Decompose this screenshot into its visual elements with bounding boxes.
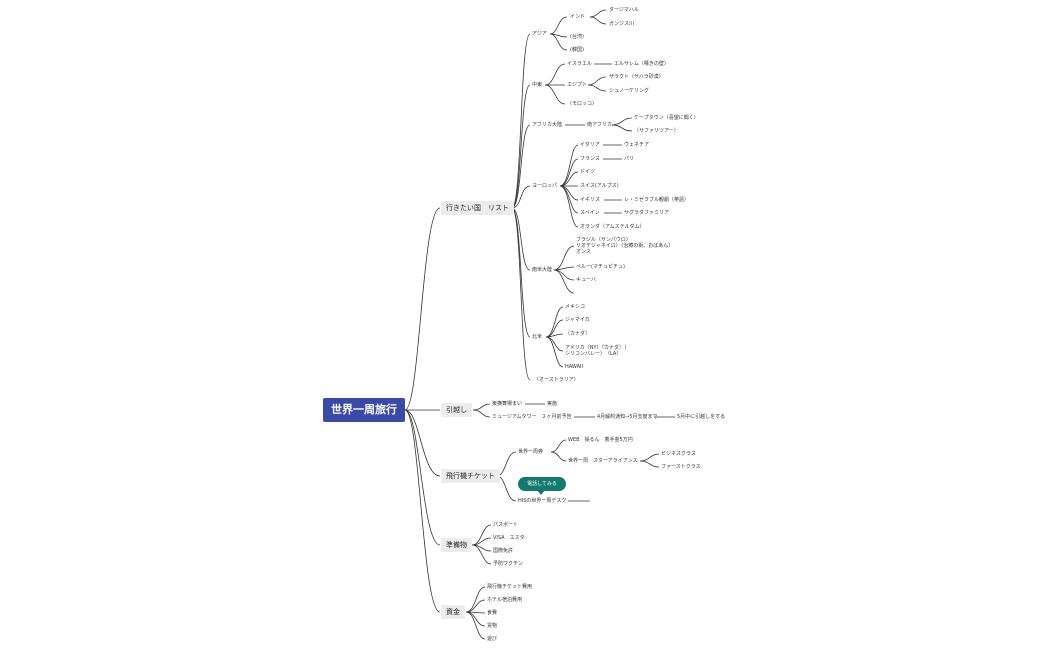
- node-fun[interactable]: 遊び: [487, 636, 498, 642]
- node-australia[interactable]: （オーストラリア）: [534, 377, 579, 383]
- node-bunkyo[interactable]: 東横舞場まい: [492, 401, 523, 407]
- node-move-tasks[interactable]: 実施: [547, 401, 558, 407]
- node-visa[interactable]: VISA エスタ: [493, 535, 525, 541]
- node-license[interactable]: 国際免許: [493, 548, 514, 554]
- node-passport[interactable]: パスポート: [493, 522, 519, 528]
- node-may-move[interactable]: 5月中に引越しをする: [677, 414, 726, 420]
- node-star-alliance[interactable]: 世界一周 スターアライアンス: [568, 458, 638, 464]
- node-vaccine[interactable]: 予防ワクチン: [493, 561, 524, 567]
- node-jamaica[interactable]: ジャマイカ: [565, 317, 590, 323]
- node-first-class[interactable]: ファーストクラス: [661, 464, 701, 470]
- node-europe[interactable]: ヨーロッパ: [532, 183, 558, 189]
- node-italy[interactable]: イタリア: [580, 142, 600, 148]
- topic-money[interactable]: 資金: [441, 605, 465, 619]
- topic-move[interactable]: 引越し: [441, 403, 472, 417]
- node-food[interactable]: 食費: [487, 610, 498, 616]
- node-capetown[interactable]: ケープタウン（喜望に聞く）: [634, 115, 699, 121]
- node-swiss[interactable]: スイス(アルプス): [580, 183, 619, 189]
- node-spain[interactable]: スペイン: [580, 210, 600, 216]
- callout-tail: [537, 490, 545, 495]
- node-israel[interactable]: イスラエル: [567, 61, 592, 67]
- callout-call[interactable]: 電話してみる: [518, 477, 566, 491]
- node-brazil[interactable]: ブラジル（サンパウロ） リオデジャネイロ）（治療の街、おばあん） オンス: [576, 237, 674, 255]
- node-ganges[interactable]: ガンジス川: [609, 21, 635, 27]
- root-topic[interactable]: 世界一周旅行: [323, 398, 405, 422]
- node-canada[interactable]: （カナダ）: [565, 331, 591, 337]
- node-tajmahal[interactable]: タージマハル: [609, 7, 639, 13]
- node-rtw-ticket[interactable]: 世界一周券: [518, 449, 544, 455]
- node-morocco[interactable]: （モロッコ）: [567, 101, 598, 107]
- node-lesmis[interactable]: レ・ミゼラブル観劇（英語）: [624, 197, 690, 203]
- node-africa[interactable]: アフリカ大陸: [532, 122, 563, 128]
- node-shopping[interactable]: 買物: [487, 623, 498, 629]
- node-mideast[interactable]: 中東: [532, 82, 543, 88]
- node-hotel-fee[interactable]: ホテル宿泊費用: [487, 597, 523, 603]
- topic-wish-list[interactable]: 行きたい国 リスト: [441, 201, 514, 215]
- node-northamerica[interactable]: 北米: [532, 334, 543, 340]
- node-sahara[interactable]: ザラクト（サハラ砂漠）: [609, 74, 664, 80]
- topic-prep[interactable]: 準備物: [441, 538, 472, 552]
- node-peru[interactable]: ペルー(マチュピチュ): [576, 264, 625, 270]
- node-egypt[interactable]: エジプト: [567, 82, 588, 88]
- node-india[interactable]: インド: [570, 14, 586, 20]
- node-venice[interactable]: ヴェネチア: [624, 142, 650, 148]
- node-sagrada[interactable]: サグラダファミリア: [624, 210, 670, 216]
- node-usa[interactable]: アメリカ（NY）（カナダ）（ シリコンバレー） （LA）: [565, 345, 627, 357]
- node-his-desk[interactable]: HISの世界一周デスク: [518, 498, 567, 504]
- node-business-class[interactable]: ビジネスクラス: [661, 451, 696, 457]
- node-uk[interactable]: イギリス: [580, 197, 601, 203]
- node-paris[interactable]: パリ: [624, 156, 635, 162]
- node-southamerica[interactable]: 南米大陸: [532, 267, 553, 273]
- node-cuba[interactable]: キューバ: [576, 277, 596, 283]
- node-asia[interactable]: アジア: [532, 31, 547, 37]
- node-germany[interactable]: ドイツ: [580, 169, 596, 175]
- node-hawaii[interactable]: HAWAII: [565, 364, 583, 370]
- node-korea[interactable]: (韓国): [570, 47, 584, 53]
- node-jerusalem[interactable]: エルサレム（嘆きの壁）: [614, 61, 669, 67]
- node-southafrica[interactable]: 南アフリカ: [587, 122, 613, 128]
- node-france[interactable]: フランス: [580, 156, 600, 162]
- node-holland[interactable]: オランダ（アムステルダム）: [580, 224, 645, 230]
- node-mexico[interactable]: メキシコ: [565, 304, 586, 310]
- topic-flight[interactable]: 飛行機チケット: [441, 469, 500, 483]
- node-taiwan[interactable]: (台湾): [570, 34, 584, 40]
- node-flight-fee[interactable]: 飛行機チケット費用: [487, 584, 533, 590]
- node-april-notice[interactable]: 4月解約通知→5月支度まで: [597, 414, 658, 420]
- node-museum-tower[interactable]: ミュージアムタワー ２ヶ月前予告: [492, 414, 572, 420]
- node-snorkel[interactable]: シュノーケリング: [609, 88, 650, 94]
- node-safari[interactable]: （サファリツアー）: [634, 128, 679, 134]
- node-web-ticket[interactable]: WEB 操るん 着手金5万円: [568, 437, 633, 443]
